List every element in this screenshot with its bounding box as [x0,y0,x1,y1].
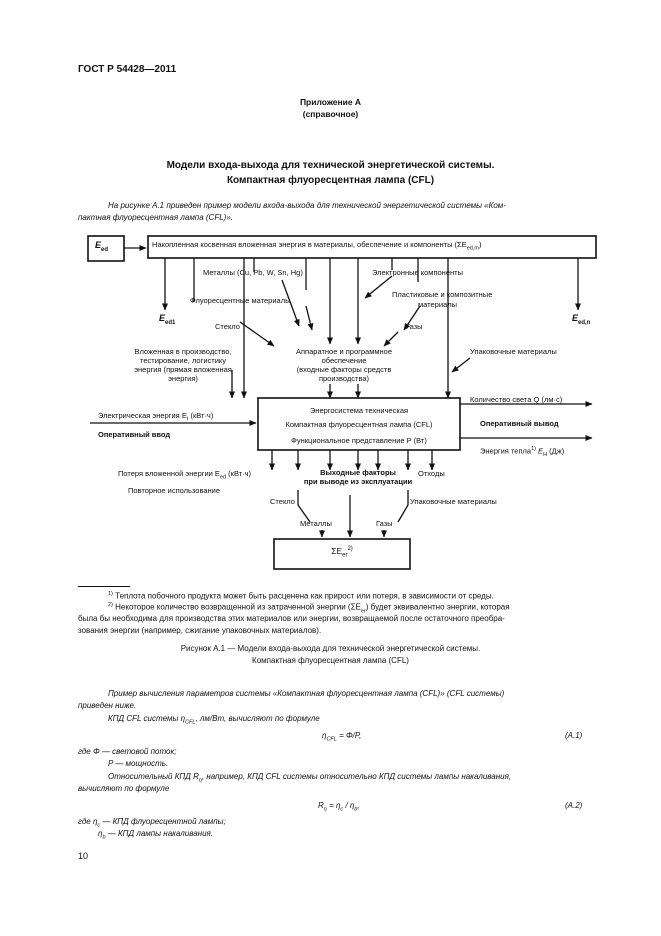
where-phi: где Φ — световой поток; [78,747,177,756]
footnote-2-line3: зования энергии (например, сжигание упак… [78,626,322,635]
footnote-1: 1) Теплота побочного продукта может быть… [108,591,494,601]
gases-input-label: Газы [406,322,423,331]
electronic-label: Электронные компоненты [372,268,463,277]
top-energy-box [147,235,597,259]
figure-caption-line1: Рисунок А.1 — Модели входа-выхода для те… [180,644,481,653]
arrow-glass [239,321,275,347]
heat-energy-label: Энергия тепла1) EH (Дж) [480,446,565,458]
top-box-label: Накопленная косвенная вложенная энергия … [152,240,482,252]
figure-caption-line2: Компактная флуоресцентная лампа (CFL) [252,656,409,665]
intro-line2: пактная флуоресцентная лампа (CFL)». [78,213,233,222]
metals-input-label: Металлы (Cu, Pb, W, Sn, Hg) [203,268,303,277]
glass-output-label: Стекло [270,497,295,506]
sum-box-label: ΣEer2) [331,546,353,559]
input-output-diagram [87,235,597,570]
arrow-electronic [364,275,393,299]
relative-efficiency-line1: Относительный КПД Rη, например, КПД CFL … [108,772,512,784]
example-line1: Пример вычисления параметров системы «Ко… [108,689,505,698]
plastic-label-1: Пластиковые и композитные [392,290,493,299]
center-label-2: Компактная флуоресцентная лампа (CFL) [285,420,433,429]
formula-a1-number: (A.1) [565,731,583,740]
intro-line1: На рисунке А.1 приведен пример модели вх… [108,201,506,210]
packaging-output-label: Упаковочные материалы [410,497,497,506]
where-p: P — мощность. [108,759,169,768]
footnote-2-line1: 2) Некоторое количество возвращенной из … [108,602,510,615]
page-number: 10 [78,851,89,861]
where-eta-c: где ηc — КПД флуоресцентной лампы; [78,817,226,829]
footnote-rule [78,586,130,587]
arrow-gases [383,331,399,347]
appendix-subtitle: (справочное) [302,109,359,119]
fluorescent-label: Флуоресцентные материалы [190,296,291,305]
hardware-label: Аппаратное и программное обеспечение (вх… [295,347,393,383]
efficiency-intro: КПД CFL системы ηCFL, лм/Вт, вычисляют п… [108,714,320,726]
electric-energy-label: Электрическая энергия EI (кВт·ч) [98,411,214,423]
operative-output-label: Оперативный вывод [480,419,559,428]
document-header: ГОСТ Р 54428—2011 [78,64,177,75]
gases-output-label: Газы [376,519,393,528]
arrow-fluorescent [305,305,314,331]
packaging-input-label: Упаковочные материалы [470,347,557,356]
arrow-packaging-in [451,357,471,373]
loss-label: Потеря вложенной энергии Eed (кВт·ч) [118,469,252,481]
light-quantity-label: Количество света Q (лм·с) [470,395,563,404]
waste-label: Отходы [418,469,445,478]
section-heading-line2: Компактная флуоресцентная лампа (CFL) [226,175,435,186]
example-line2: приведен ниже. [78,701,137,710]
metals-output-label: Металлы [300,519,332,528]
plastic-label-2: материалы [418,300,457,309]
formula-a2-number: (A.2) [565,801,583,810]
relative-efficiency-line2: вычисляют по формуле [78,784,170,793]
formula-a1: ηCFL = Φ/P, [322,731,362,743]
e-edn-label: Eed,n [572,313,591,326]
arrow-metals [281,279,300,327]
reuse-label: Повторное использование [128,486,221,495]
glass-input-label: Стекло [215,322,240,331]
embedded-energy-label: Вложенная в производство, тестирование, … [134,347,232,383]
appendix-title: Приложение А [299,97,362,107]
footnote-2-line2: была бы необходима для производства этих… [78,614,505,623]
output-factors-label: Выходные факторы при выводе из эксплуата… [303,468,413,486]
e-ed1-label: Eed1 [159,313,176,326]
sum-box [273,538,411,570]
arrow-plastic [403,305,421,331]
center-label-1: Энергосистема техническая [309,406,409,415]
where-eta-b: ηb — КПД лампы накаливания. [98,829,214,841]
e-ed-label: Eed [95,240,109,253]
operative-input-label: Оперативный ввод [98,430,171,439]
center-label-3: Функциональное представление P (Вт) [291,436,427,445]
formula-a2: Rη = ηc / ηb, [318,801,360,813]
section-heading-line1: Модели входа-выхода для технической энер… [166,160,495,171]
